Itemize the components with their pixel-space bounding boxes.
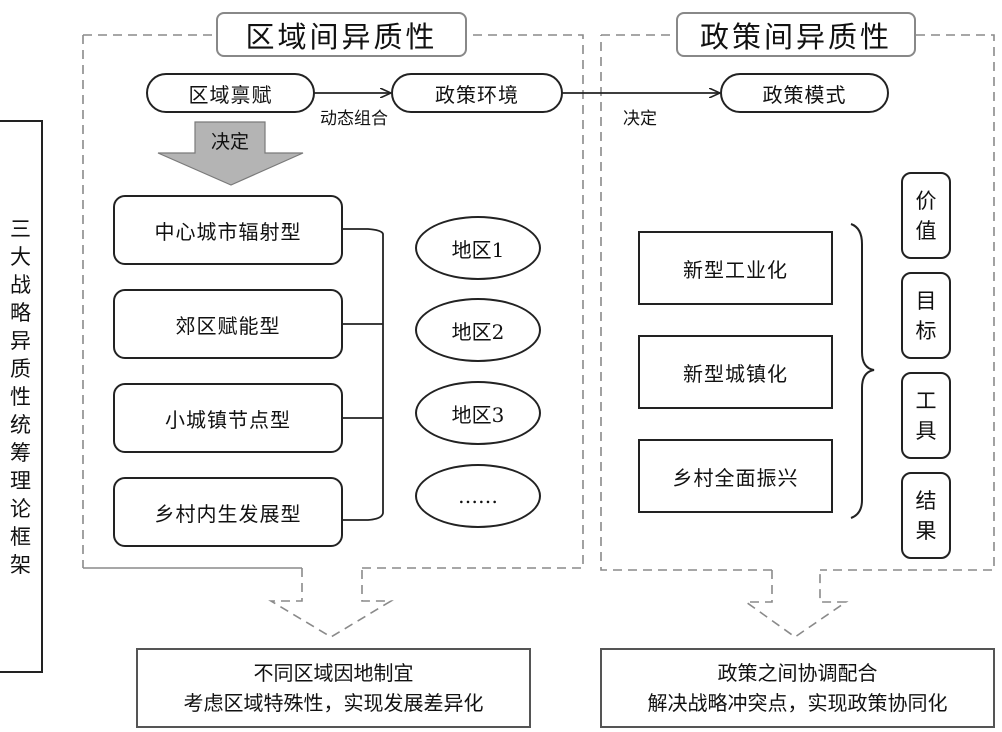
framework-title-char: 略 (10, 300, 31, 325)
regional-heterogeneity-title: 区域间异质性 (216, 12, 467, 57)
policy-outcome-line1: 政策之间协调配合 (717, 661, 878, 685)
framework-title-char: 理 (10, 468, 31, 493)
types-bracket (342, 228, 384, 521)
left-panel-border (82, 34, 584, 569)
framework-title-char: 质 (10, 356, 31, 381)
region-3: 地区3 (415, 381, 541, 445)
framework-title-char: 论 (10, 496, 31, 521)
decide-edge-label: 决定 (623, 108, 657, 129)
policy-environment-node: 政策环境 (391, 73, 563, 113)
dynamic-combination-label: 动态组合 (320, 108, 388, 129)
framework-title-char: 框 (10, 524, 31, 549)
framework-title-char: 战 (10, 272, 31, 297)
decide-arrow-label: 决定 (210, 130, 249, 153)
type-suburban: 郊区赋能型 (113, 289, 343, 359)
dimension-tool: 工 具 (901, 372, 951, 459)
region-more: …… (415, 464, 541, 528)
policy-outcome-box: 政策之间协调配合 解决战略冲突点，实现政策协同化 (600, 648, 995, 728)
strategy-urbanization: 新型城镇化 (638, 335, 833, 409)
framework-title-char: 异 (10, 328, 31, 353)
regional-outcome-box: 不同区域因地制宜 考虑区域特殊性，实现发展差异化 (136, 648, 531, 728)
region-2: 地区2 (415, 298, 541, 362)
framework-title-char: 统 (10, 412, 31, 437)
right-outcome-arrow (743, 570, 849, 638)
policy-outcome-line2: 解决战略冲突点，实现政策协同化 (647, 691, 948, 715)
dimension-goal: 目 标 (901, 272, 951, 359)
framework-title-box: 三大战略异质性统筹理论框架 (0, 120, 43, 673)
dimension-value: 价 值 (901, 172, 951, 259)
framework-title-char: 大 (10, 244, 31, 269)
framework-title-char: 筹 (10, 440, 31, 465)
dimension-result: 结 果 (901, 472, 951, 559)
regional-outcome-line1: 不同区域因地制宜 (253, 661, 414, 685)
framework-title-char: 架 (10, 552, 31, 577)
left-outcome-arrow (268, 568, 394, 638)
strategy-industrialization: 新型工业化 (638, 231, 833, 305)
framework-title-char: 三 (10, 216, 31, 241)
decide-block-arrow (157, 121, 304, 186)
policy-heterogeneity-title: 政策间异质性 (676, 12, 916, 57)
regional-outcome-line2: 考虑区域特殊性，实现发展差异化 (183, 691, 484, 715)
region-1: 地区1 (415, 216, 541, 280)
strategy-brace (850, 223, 875, 519)
framework-title-char: 性 (10, 384, 31, 409)
regional-endowment-node: 区域禀赋 (146, 73, 315, 113)
type-central-city: 中心城市辐射型 (113, 195, 343, 265)
type-small-town: 小城镇节点型 (113, 383, 343, 453)
strategy-rural-revitalization: 乡村全面振兴 (638, 439, 833, 513)
type-rural: 乡村内生发展型 (113, 477, 343, 547)
policy-mode-node: 政策模式 (720, 73, 889, 113)
